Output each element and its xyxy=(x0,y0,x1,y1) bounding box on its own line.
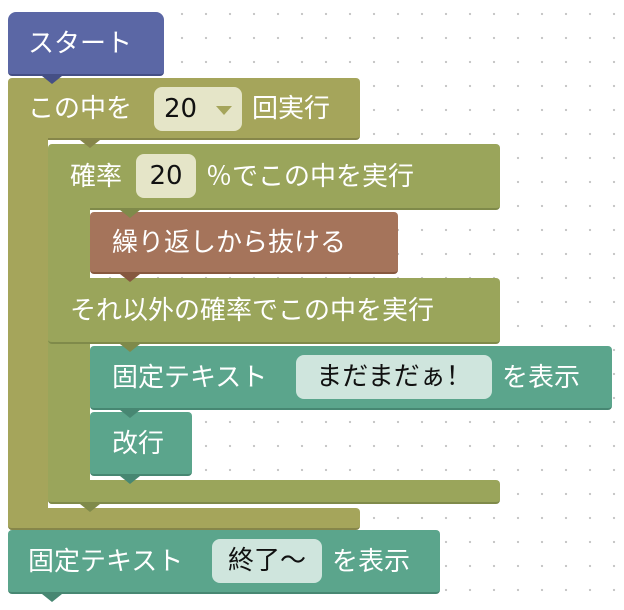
repeat-block-arm[interactable] xyxy=(8,130,48,530)
chance-value-field[interactable]: 20 xyxy=(136,154,196,198)
final-print-text-suffix-label: を表示 xyxy=(332,547,411,577)
newline-block[interactable] xyxy=(90,412,192,476)
break-connector-notch xyxy=(120,274,140,282)
print-text-value: まだまだぁ！ xyxy=(316,362,472,392)
chance-prefix-label: 確率 xyxy=(70,162,123,192)
start-connector-notch xyxy=(42,76,62,84)
chance-block-arm[interactable] xyxy=(48,200,90,504)
else-inner-notch xyxy=(120,344,140,352)
chance-block-bottom[interactable] xyxy=(48,480,500,504)
final-print-connector-notch xyxy=(42,594,62,602)
final-print-text-prefix-label: 固定テキスト xyxy=(28,547,184,577)
chance-connector-notch xyxy=(80,504,100,512)
start-label: スタート xyxy=(28,29,133,59)
chevron-down-icon xyxy=(216,106,232,115)
break-loop-label: 繰り返しから抜ける xyxy=(112,228,347,258)
print-text-suffix-label: を表示 xyxy=(502,363,581,393)
chance-else-section[interactable] xyxy=(48,278,500,344)
break-loop-block[interactable] xyxy=(90,212,398,274)
chance-else-label: それ以外の確率でこの中を実行 xyxy=(70,296,435,326)
repeat-inner-notch xyxy=(80,140,100,148)
chance-inner-notch xyxy=(120,210,140,218)
repeat-count-dropdown[interactable]: 20 xyxy=(154,87,242,131)
repeat-suffix-label: 回実行 xyxy=(252,94,331,124)
final-print-text-value-field[interactable]: 終了〜 xyxy=(212,539,322,583)
print-text-prefix-label: 固定テキスト xyxy=(112,363,268,393)
chance-suffix-label: ％でこの中を実行 xyxy=(206,162,415,192)
start-block[interactable] xyxy=(8,12,164,76)
repeat-count-value: 20 xyxy=(164,94,198,124)
chance-block[interactable] xyxy=(48,144,500,210)
chance-value: 20 xyxy=(149,161,183,191)
repeat-block-bottom[interactable] xyxy=(8,508,360,530)
print-text-value-field[interactable]: まだまだぁ！ xyxy=(296,355,492,399)
print-connector-notch xyxy=(120,410,140,418)
newline-label: 改行 xyxy=(112,429,165,459)
newline-connector-notch xyxy=(120,476,140,484)
repeat-prefix-label: この中を xyxy=(28,94,133,124)
final-print-text-value: 終了〜 xyxy=(227,546,306,576)
